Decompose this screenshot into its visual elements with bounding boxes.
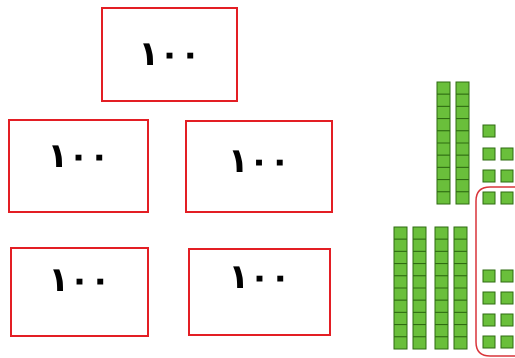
rod-segment — [434, 324, 449, 338]
rod-segment — [453, 299, 468, 313]
ten-rod — [393, 226, 408, 350]
ten-rod — [412, 226, 427, 350]
unit-cube — [482, 269, 496, 283]
rod-segment — [412, 287, 427, 301]
ten-rod — [455, 81, 470, 205]
rod-segment — [453, 250, 468, 265]
rod-segment — [436, 105, 451, 120]
hundred-card-label: ١٠٠ — [47, 136, 110, 176]
rod-segment — [455, 130, 470, 144]
rod-segment — [453, 263, 468, 277]
unit-cube — [500, 291, 514, 305]
rod-segment — [412, 238, 427, 252]
rod-segment — [453, 287, 468, 301]
rod-segment — [436, 179, 451, 193]
unit-cube — [500, 335, 514, 349]
rod-segment — [434, 263, 449, 277]
rod-segment — [434, 336, 449, 350]
rod-segment — [455, 179, 470, 193]
unit-cube — [482, 313, 496, 327]
rod-segment — [436, 118, 451, 132]
rod-segment — [453, 275, 468, 289]
rod-segment — [453, 311, 468, 326]
hundred-card-middle-right: ١٠٠ — [185, 120, 333, 213]
rod-segment — [455, 166, 470, 181]
unit-cube — [482, 169, 496, 183]
rod-segment — [393, 336, 408, 350]
rod-segment — [434, 275, 449, 289]
hundred-card-label: ١٠٠ — [228, 257, 291, 297]
rod-segment — [453, 226, 468, 240]
rod-segment — [412, 324, 427, 338]
rod-segment — [412, 299, 427, 313]
rod-segment — [393, 299, 408, 313]
rod-segment — [455, 93, 470, 107]
ten-rod — [434, 226, 449, 350]
rod-segment — [455, 154, 470, 168]
rod-segment — [436, 166, 451, 181]
rod-segment — [393, 275, 408, 289]
hundred-card-bottom-left: ١٠٠ — [10, 247, 149, 337]
unit-cube — [500, 147, 514, 161]
rod-segment — [453, 324, 468, 338]
rod-segment — [393, 324, 408, 338]
rod-segment — [393, 311, 408, 326]
hundred-card-top: ١٠٠ — [101, 7, 238, 102]
rod-segment — [436, 81, 451, 95]
rod-segment — [455, 105, 470, 120]
hundred-card-middle-left: ١٠٠ — [8, 119, 149, 213]
rod-segment — [412, 263, 427, 277]
rod-segment — [436, 191, 451, 205]
unit-cube — [500, 269, 514, 283]
rod-segment — [455, 142, 470, 156]
rod-segment — [455, 118, 470, 132]
rod-segment — [453, 238, 468, 252]
rod-segment — [436, 93, 451, 107]
unit-cube — [482, 147, 496, 161]
hundred-card-bottom-right: ١٠٠ — [188, 248, 331, 336]
rod-segment — [434, 226, 449, 240]
rod-segment — [393, 226, 408, 240]
rod-segment — [434, 238, 449, 252]
rod-segment — [393, 263, 408, 277]
rod-segment — [453, 336, 468, 350]
rod-segment — [434, 311, 449, 326]
rod-segment — [436, 142, 451, 156]
rod-segment — [412, 275, 427, 289]
hundred-card-label: ١٠٠ — [138, 34, 201, 74]
rod-segment — [412, 226, 427, 240]
hundred-card-label: ١٠٠ — [227, 141, 291, 181]
rod-segment — [393, 238, 408, 252]
rod-segment — [434, 299, 449, 313]
rod-segment — [393, 250, 408, 265]
highlight-bracket — [475, 186, 515, 357]
rod-segment — [412, 336, 427, 350]
rod-segment — [436, 130, 451, 144]
unit-cube — [482, 291, 496, 305]
unit-cube — [482, 191, 496, 205]
unit-cube — [482, 124, 496, 138]
rod-segment — [436, 154, 451, 168]
unit-cube — [500, 169, 514, 183]
ten-rod — [453, 226, 468, 350]
rod-segment — [412, 311, 427, 326]
rod-segment — [434, 287, 449, 301]
ten-rod — [436, 81, 451, 205]
rod-segment — [434, 250, 449, 265]
rod-segment — [393, 287, 408, 301]
unit-cube — [500, 191, 514, 205]
hundred-card-label: ١٠٠ — [48, 260, 111, 300]
rod-segment — [455, 191, 470, 205]
rod-segment — [455, 81, 470, 95]
unit-cube — [500, 313, 514, 327]
rod-segment — [412, 250, 427, 265]
unit-cube — [482, 335, 496, 349]
